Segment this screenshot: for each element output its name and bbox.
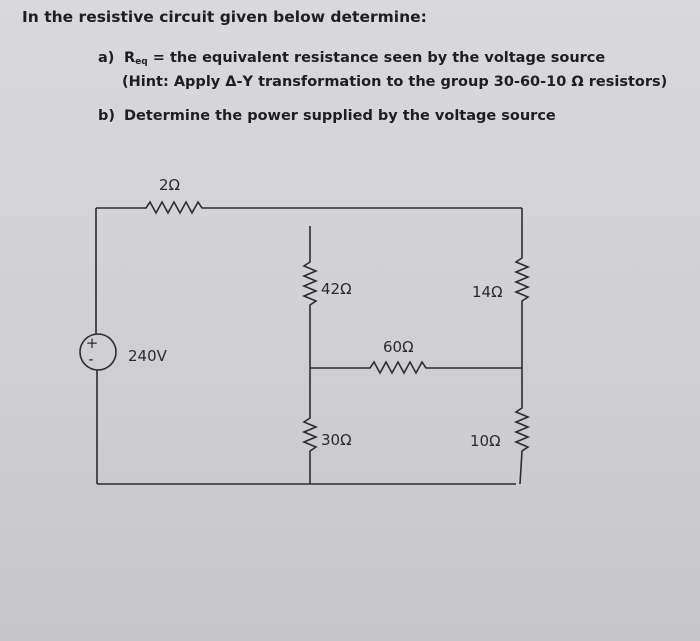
part-b-label: b) (98, 108, 116, 124)
source-minus-sign: - (88, 350, 93, 368)
voltage-source (79, 333, 117, 371)
top-wire (96, 200, 522, 215)
question-part-b: b) Determine the power supplied by the vo… (98, 108, 556, 124)
question-part-a: a) Req = the equivalent resistance seen b… (98, 50, 605, 67)
right-lower-branch-wire (513, 368, 531, 485)
question-hint: (Hint: Apply Δ-Y transformation to the g… (122, 74, 668, 90)
source-voltage-label: 240V (128, 347, 168, 365)
resistor-30-label: 30Ω (321, 431, 352, 449)
middle-wire (310, 360, 522, 375)
left-lower-branch-wire (301, 368, 319, 484)
resistor-10-label: 10Ω (470, 432, 501, 450)
left-branch-wire (301, 226, 319, 368)
resistor-2-label: 2Ω (159, 176, 180, 194)
part-b-text: Determine the power supplied by the volt… (124, 108, 556, 124)
resistor-42-label: 42Ω (321, 280, 352, 298)
right-branch-wire (513, 208, 531, 368)
resistor-60-label: 60Ω (383, 338, 414, 356)
question-intro: In the resistive circuit given below det… (22, 8, 427, 26)
req-symbol: R (124, 50, 136, 66)
part-a-label: a) (98, 50, 115, 66)
resistor-14-label: 14Ω (472, 283, 503, 301)
req-subscript: eq (135, 57, 148, 67)
part-a-text: = the equivalent resistance seen by the … (147, 50, 606, 66)
source-plus-sign: + (86, 334, 99, 352)
